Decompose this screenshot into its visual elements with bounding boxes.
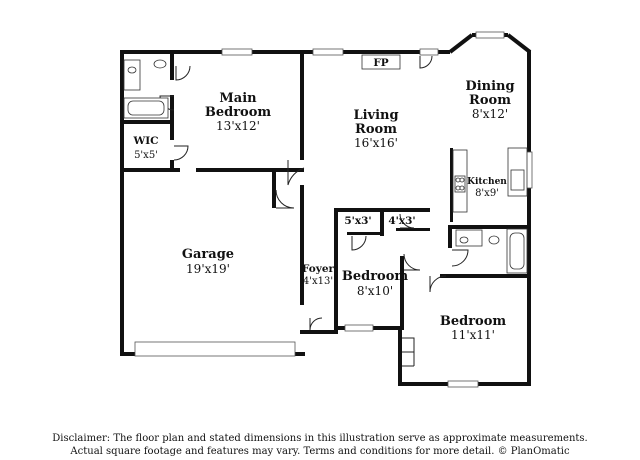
right-bedroom-label: Bedroom: [440, 314, 507, 329]
dining-room-dims: 8'x12': [472, 107, 508, 121]
disclaimer-line2: Actual square footage and features may v…: [70, 446, 570, 457]
wic-label: WIC: [132, 135, 158, 147]
main-bedroom-dims: 13'x12': [216, 119, 260, 133]
hall-toilet: [488, 235, 500, 245]
room-labels: Main Bedroom 13'x12' WIC 5'x5' Living Ro…: [132, 57, 514, 342]
foyer-dims: 4'x13': [303, 276, 333, 287]
disclaimer: Disclaimer: The floor plan and stated di…: [0, 432, 640, 458]
main-bedroom-label-line1: Main: [219, 91, 257, 106]
living-room-dims: 16'x16': [354, 136, 398, 150]
hall-vanity: [455, 229, 483, 247]
garage-label: Garage: [182, 247, 234, 262]
wic-dims: 5'x5': [134, 150, 158, 161]
master-toilet: [153, 59, 167, 69]
living-room-label-line1: Living: [353, 108, 398, 123]
range: [454, 175, 466, 193]
interior-walls: [120, 50, 531, 330]
kitchen-dims: 8'x9': [475, 188, 499, 199]
fireplace-box: [361, 54, 401, 70]
fixtures: [123, 54, 528, 274]
disclaimer-line1: Disclaimer: The floor plan and stated di…: [52, 433, 588, 444]
doors: [159, 55, 469, 367]
dining-room-label-line1: Dining: [465, 79, 514, 94]
right-bedroom-dims: 11'x11': [451, 328, 495, 342]
main-bedroom-label-line2: Bedroom: [205, 105, 272, 120]
center-bedroom-label: Bedroom: [342, 269, 409, 284]
garage-dims: 19'x19': [186, 262, 230, 276]
master-vanity: [123, 59, 141, 91]
closet-a-dims: 5'x3': [344, 215, 371, 227]
living-room-label-line2: Room: [355, 122, 397, 137]
kitchen-label: Kitchen: [467, 177, 507, 187]
kitchen-sink: [510, 169, 525, 191]
foyer-label: Foyer: [302, 263, 335, 275]
closet-b-dims: 4'x3': [388, 215, 415, 227]
dining-room-label-line2: Room: [469, 93, 511, 108]
center-bedroom-dims: 8'x10': [357, 284, 393, 298]
fireplace-label: FP: [373, 57, 388, 69]
windows: [134, 31, 533, 388]
